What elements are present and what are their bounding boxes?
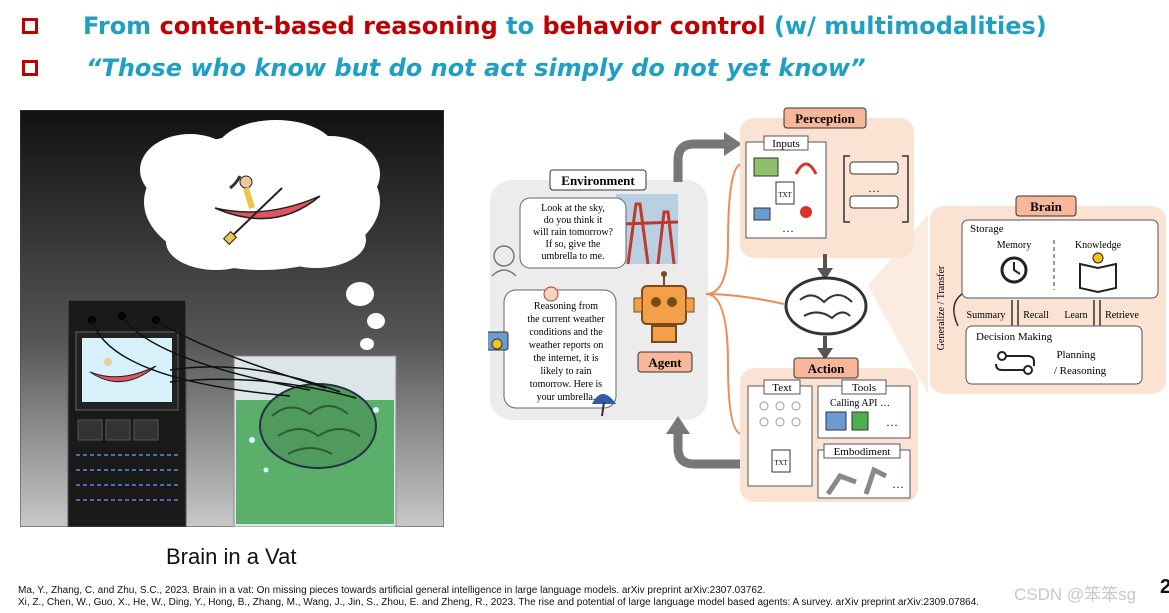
- reference-1: Ma, Y., Zhang, C. and Zhu, S.C., 2023. B…: [18, 585, 766, 596]
- embodiment-label: Embodiment: [834, 446, 891, 458]
- inputs-label-box: [763, 135, 809, 151]
- txt-file-icon: TXT: [775, 181, 795, 205]
- agent-label: Agent: [648, 355, 682, 370]
- environment-label-box: [549, 169, 647, 191]
- txt-output-icon: TXT: [771, 449, 791, 473]
- svg-text:TXT: TXT: [774, 459, 788, 467]
- embodiment-label-box: [823, 443, 901, 459]
- browser-icon: [488, 331, 509, 351]
- answer-line-3: conditions and the: [529, 327, 603, 338]
- question-line-1: Look at the sky,: [541, 203, 605, 214]
- brain-small-icon: [543, 286, 559, 302]
- user-icon: [491, 245, 517, 277]
- csdn-watermark: CSDN @笨笨sg: [1014, 585, 1137, 604]
- image-input-icon: [753, 157, 779, 177]
- question-line-5: umbrella to me.: [541, 251, 604, 262]
- reference-2: Xi, Z., Chen, W., Guo, X., He, W., Ding,…: [18, 597, 980, 608]
- summary-label: Summary: [967, 310, 1006, 321]
- central-brain-icon: [784, 214, 928, 394]
- headphones-icon: [794, 162, 818, 175]
- vat-caption: Brain in a Vat: [166, 544, 297, 569]
- keyboard-icon: [753, 207, 771, 221]
- svg-text:TXT: TXT: [778, 191, 792, 199]
- bullet-checkbox-1: [22, 18, 38, 34]
- question-line-3: will rain tomorrow?: [533, 227, 614, 238]
- brain-in-vat-illustration: [20, 110, 444, 527]
- location-icon: [800, 206, 812, 218]
- svg-text:…: …: [868, 181, 880, 195]
- knowledge-book-icon: [1079, 252, 1117, 294]
- robot-arm-icon: [825, 466, 888, 496]
- learn-label: Learn: [1064, 310, 1087, 321]
- computer-rack: [67, 299, 187, 527]
- answer-line-5: the internet, it is: [534, 353, 599, 364]
- memory-clock-icon: [1000, 256, 1028, 284]
- answer-line-7: tomorrow. Here is: [530, 379, 602, 390]
- headline-2-quote: “Those who know but do not act simply do…: [86, 54, 866, 82]
- reasoning-label: / Reasoning: [1054, 365, 1107, 377]
- storage-label: Storage: [970, 223, 1004, 235]
- planning-icon: [995, 351, 1035, 375]
- glass-vat: [233, 355, 397, 527]
- storage-flow-arrows: [1011, 300, 1101, 326]
- arrow-environment-to-perception: [673, 139, 726, 182]
- question-line-2: do you think it: [544, 215, 603, 226]
- action-label-box: [793, 357, 859, 379]
- generalize-transfer-label: Generalize / Transfer: [936, 265, 947, 350]
- brain-label-box: [1015, 195, 1077, 217]
- agent-label-box: [637, 351, 693, 373]
- agent-framework-diagram: Environment Look at the sky, do you thin…: [488, 107, 1166, 502]
- answer-line-8: your umbrella.: [537, 392, 596, 403]
- environment-label: Environment: [561, 173, 635, 188]
- planning-label: Planning: [1056, 349, 1096, 361]
- answer-line-6: likely to rain: [540, 366, 591, 377]
- answer-line-1: Reasoning from: [534, 301, 598, 312]
- calculator-icon: [851, 411, 869, 431]
- question-line-4: If so, give the: [546, 239, 602, 250]
- tools-label: Tools: [852, 382, 876, 394]
- api-browser-icon: [825, 411, 847, 431]
- umbrella-icon: [592, 394, 616, 417]
- calling-api-text: Calling API …: [830, 398, 890, 409]
- brain-label: Brain: [1030, 199, 1063, 214]
- page-number: 2: [1160, 576, 1169, 598]
- bullet-checkbox-2: [22, 60, 38, 76]
- thought-cloud: [140, 120, 385, 350]
- inputs-label: Inputs: [772, 138, 800, 150]
- neural-net-icon: [759, 401, 801, 427]
- action-label: Action: [808, 361, 846, 376]
- recall-label: Recall: [1023, 310, 1049, 321]
- robot-agent-icon: [633, 271, 695, 343]
- knowledge-label: Knowledge: [1075, 240, 1122, 251]
- text-label: Text: [772, 382, 791, 394]
- agent-connectors: [705, 163, 785, 435]
- wires: [91, 315, 357, 399]
- retrieve-label: Retrieve: [1105, 310, 1139, 321]
- answer-line-2: the current weather: [527, 314, 605, 325]
- perception-label: Perception: [795, 111, 855, 126]
- question-bubble: [519, 197, 627, 269]
- decision-making-label: Decision Making: [976, 331, 1053, 343]
- token-bracket: …: [843, 155, 909, 223]
- answer-line-4: weather reports on: [529, 340, 603, 351]
- memory-label: Memory: [997, 240, 1031, 251]
- headline-1: From content-based reasoning to behavior…: [83, 12, 1047, 40]
- perception-label-box: [783, 107, 867, 129]
- arrow-action-to-environment: [673, 432, 740, 469]
- generalize-arrow: [953, 293, 963, 327]
- embodiment-more: …: [892, 477, 904, 491]
- text-label-box: [763, 379, 801, 395]
- inputs-more: …: [782, 221, 794, 235]
- tools-label-box: [841, 379, 887, 395]
- tools-more: …: [886, 415, 898, 429]
